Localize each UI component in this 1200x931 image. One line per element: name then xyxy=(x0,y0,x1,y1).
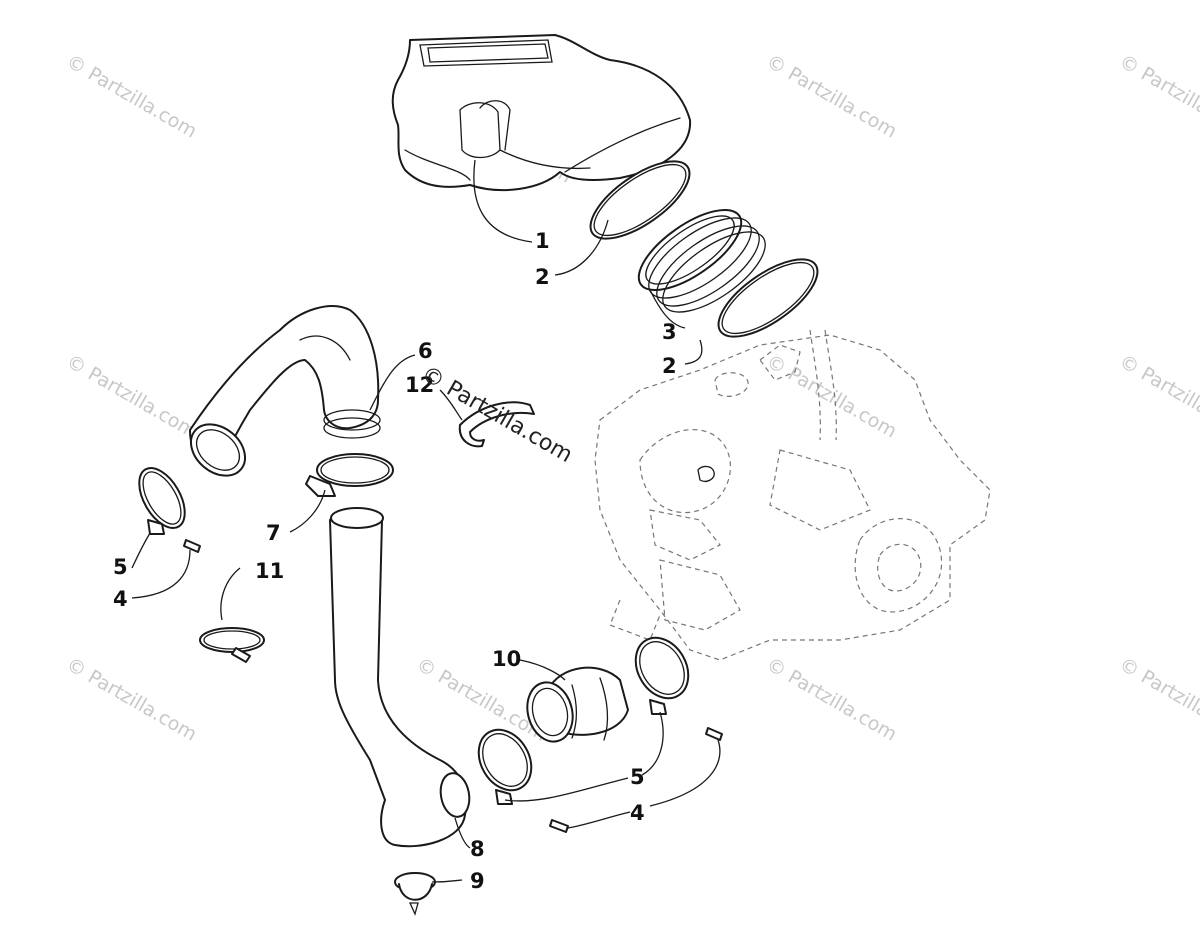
lower-duct[interactable] xyxy=(329,507,473,848)
callout-3[interactable]: 3 xyxy=(662,320,677,344)
coupler-part-10[interactable] xyxy=(521,666,629,747)
drain-plug-part-9[interactable] xyxy=(394,872,436,916)
callout-9[interactable]: 9 xyxy=(470,869,485,893)
screw-part-4-left[interactable] xyxy=(183,539,201,553)
hose-clamp-ring-part-2-lower[interactable] xyxy=(707,245,830,351)
watermark: © Partzilla.com xyxy=(763,50,901,142)
clip-part-12[interactable] xyxy=(458,401,535,448)
callout-10[interactable]: 10 xyxy=(492,647,521,671)
callout-labels: 1 2 3 2 6 12 7 5 4 11 10 5 4 8 9 xyxy=(113,229,677,893)
band-clamp-part-11[interactable] xyxy=(199,627,265,663)
callout-5[interactable]: 5 xyxy=(630,765,645,789)
callout-5[interactable]: 5 xyxy=(113,555,128,579)
callout-7[interactable]: 7 xyxy=(266,521,281,545)
clamp-band-part-5-middle[interactable] xyxy=(468,720,542,805)
watermark: © Partzilla.com xyxy=(63,50,201,142)
callout-2[interactable]: 2 xyxy=(662,354,677,378)
clamp-band-part-5-right[interactable] xyxy=(625,628,699,715)
callout-11[interactable]: 11 xyxy=(255,559,284,583)
watermark: © Partzilla.com xyxy=(1116,50,1200,142)
watermark: © Partzilla.com xyxy=(763,350,901,442)
hose-clamp-ring-part-2-upper[interactable] xyxy=(579,147,702,253)
callout-8[interactable]: 8 xyxy=(470,837,485,861)
engine-outline xyxy=(594,329,991,661)
callout-4[interactable]: 4 xyxy=(113,587,128,611)
clamp-band-part-5-left[interactable] xyxy=(130,460,194,535)
watermark: © Partzilla.com xyxy=(763,653,901,745)
watermark: © Partzilla.com xyxy=(1116,350,1200,442)
callout-6[interactable]: 6 xyxy=(418,339,433,363)
callout-4[interactable]: 4 xyxy=(630,801,645,825)
watermark: © Partzilla.com xyxy=(1116,653,1200,745)
callout-2[interactable]: 2 xyxy=(535,265,550,289)
screw-part-4-right[interactable] xyxy=(705,727,723,741)
air-box-part-1[interactable] xyxy=(391,34,692,192)
callout-12[interactable]: 12 xyxy=(405,373,434,397)
watermark-center: © Partzilla.com xyxy=(417,362,577,469)
callout-1[interactable]: 1 xyxy=(535,229,550,253)
watermark: © Partzilla.com xyxy=(63,350,201,442)
watermark: © Partzilla.com xyxy=(63,653,201,745)
upper-duct-part-6[interactable] xyxy=(181,305,381,486)
leader-lines xyxy=(131,159,721,883)
hose-clamp-part-7[interactable] xyxy=(305,453,394,497)
screw-part-4-middle[interactable] xyxy=(549,819,569,833)
